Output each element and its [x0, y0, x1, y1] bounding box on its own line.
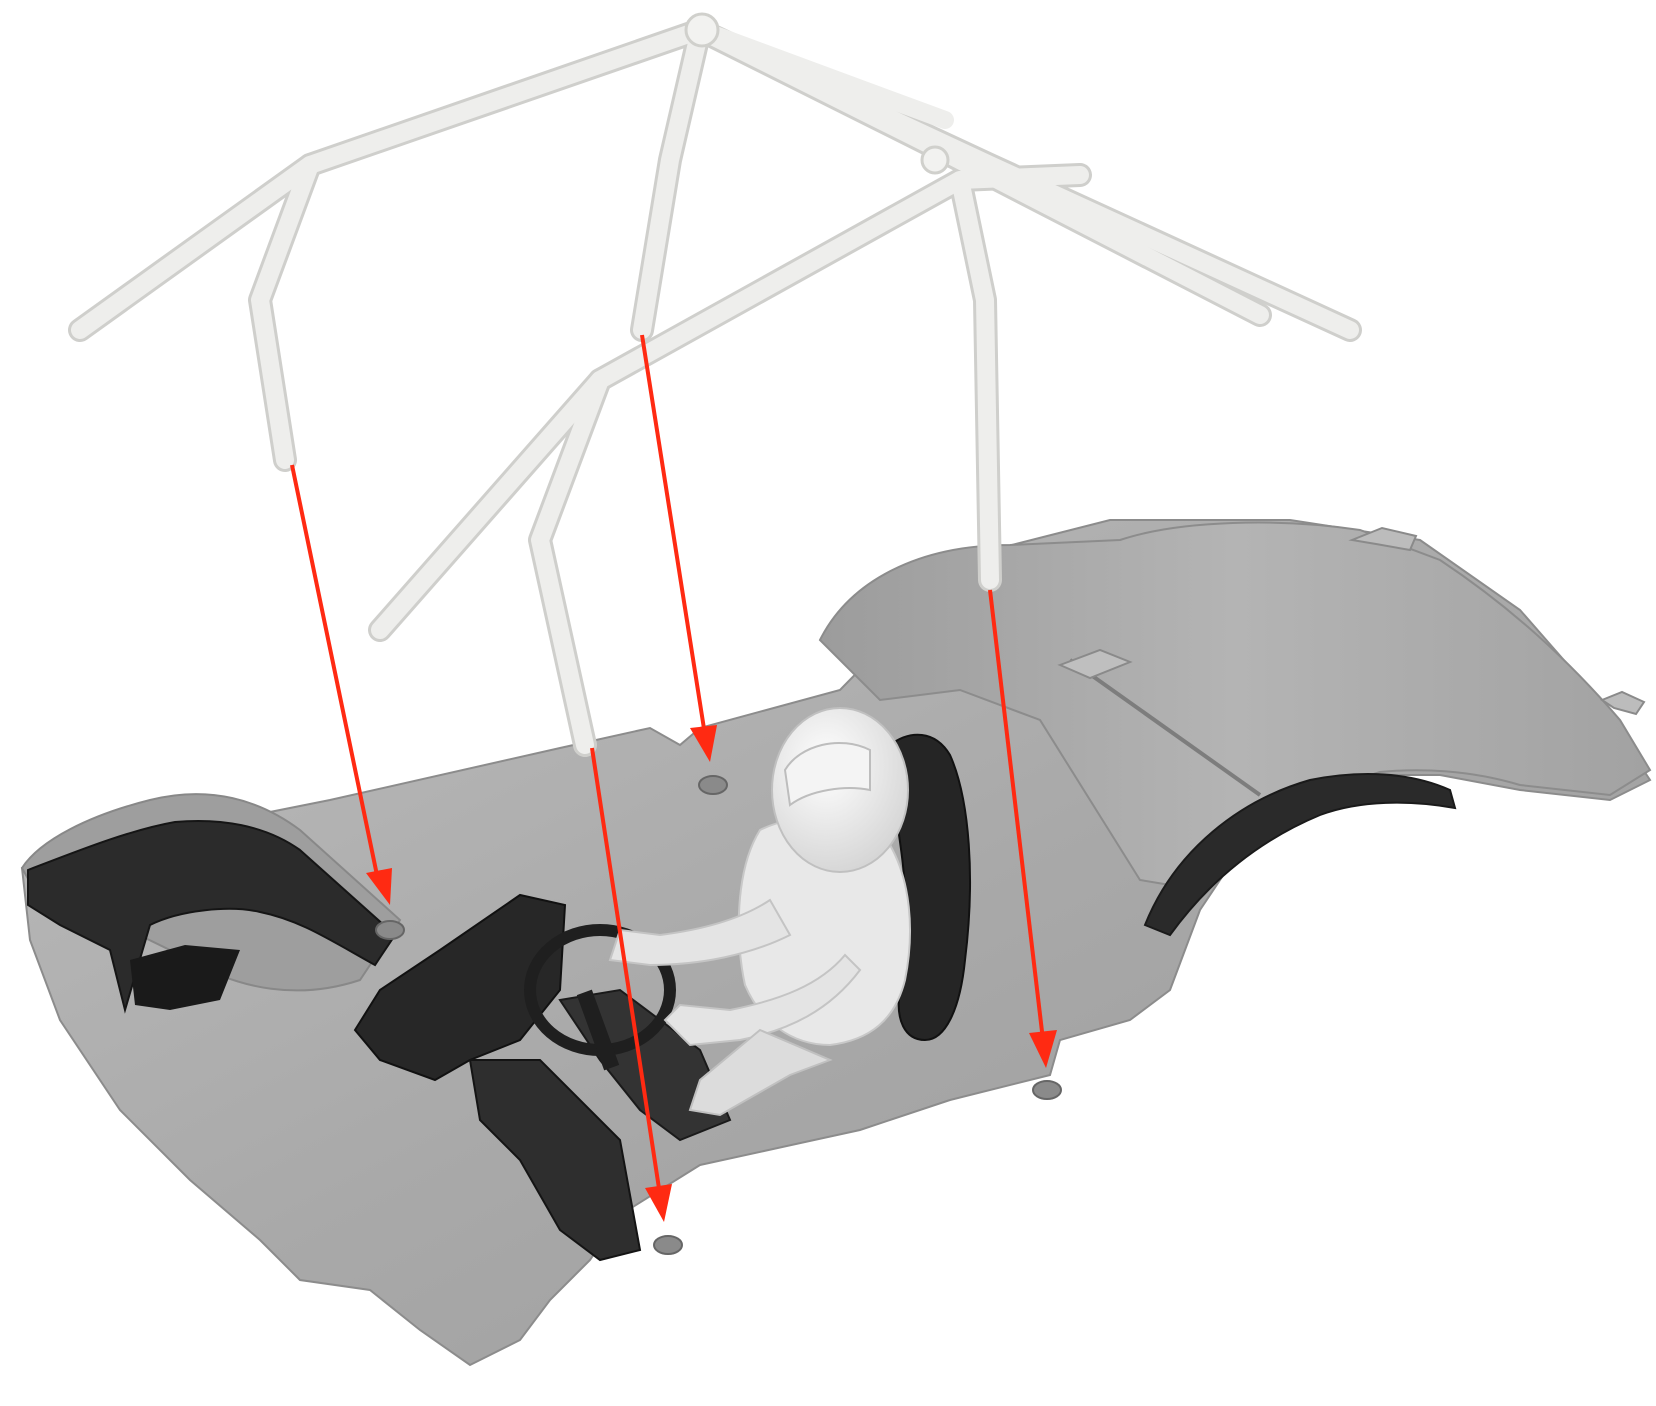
- mount-point-rear-left: [699, 776, 727, 794]
- chassis-tub: [22, 520, 1650, 1365]
- cage-rear-joint: [922, 147, 948, 173]
- cage-b-pillar-left: [642, 30, 700, 330]
- arrow-rear-left: [642, 335, 717, 762]
- cage-upper-left-rail: [80, 30, 700, 330]
- cage-top-joint: [686, 14, 718, 46]
- mount-point-rear-right: [1033, 1081, 1061, 1099]
- mount-point-front-left: [376, 921, 404, 939]
- mount-point-front-right: [654, 1236, 682, 1254]
